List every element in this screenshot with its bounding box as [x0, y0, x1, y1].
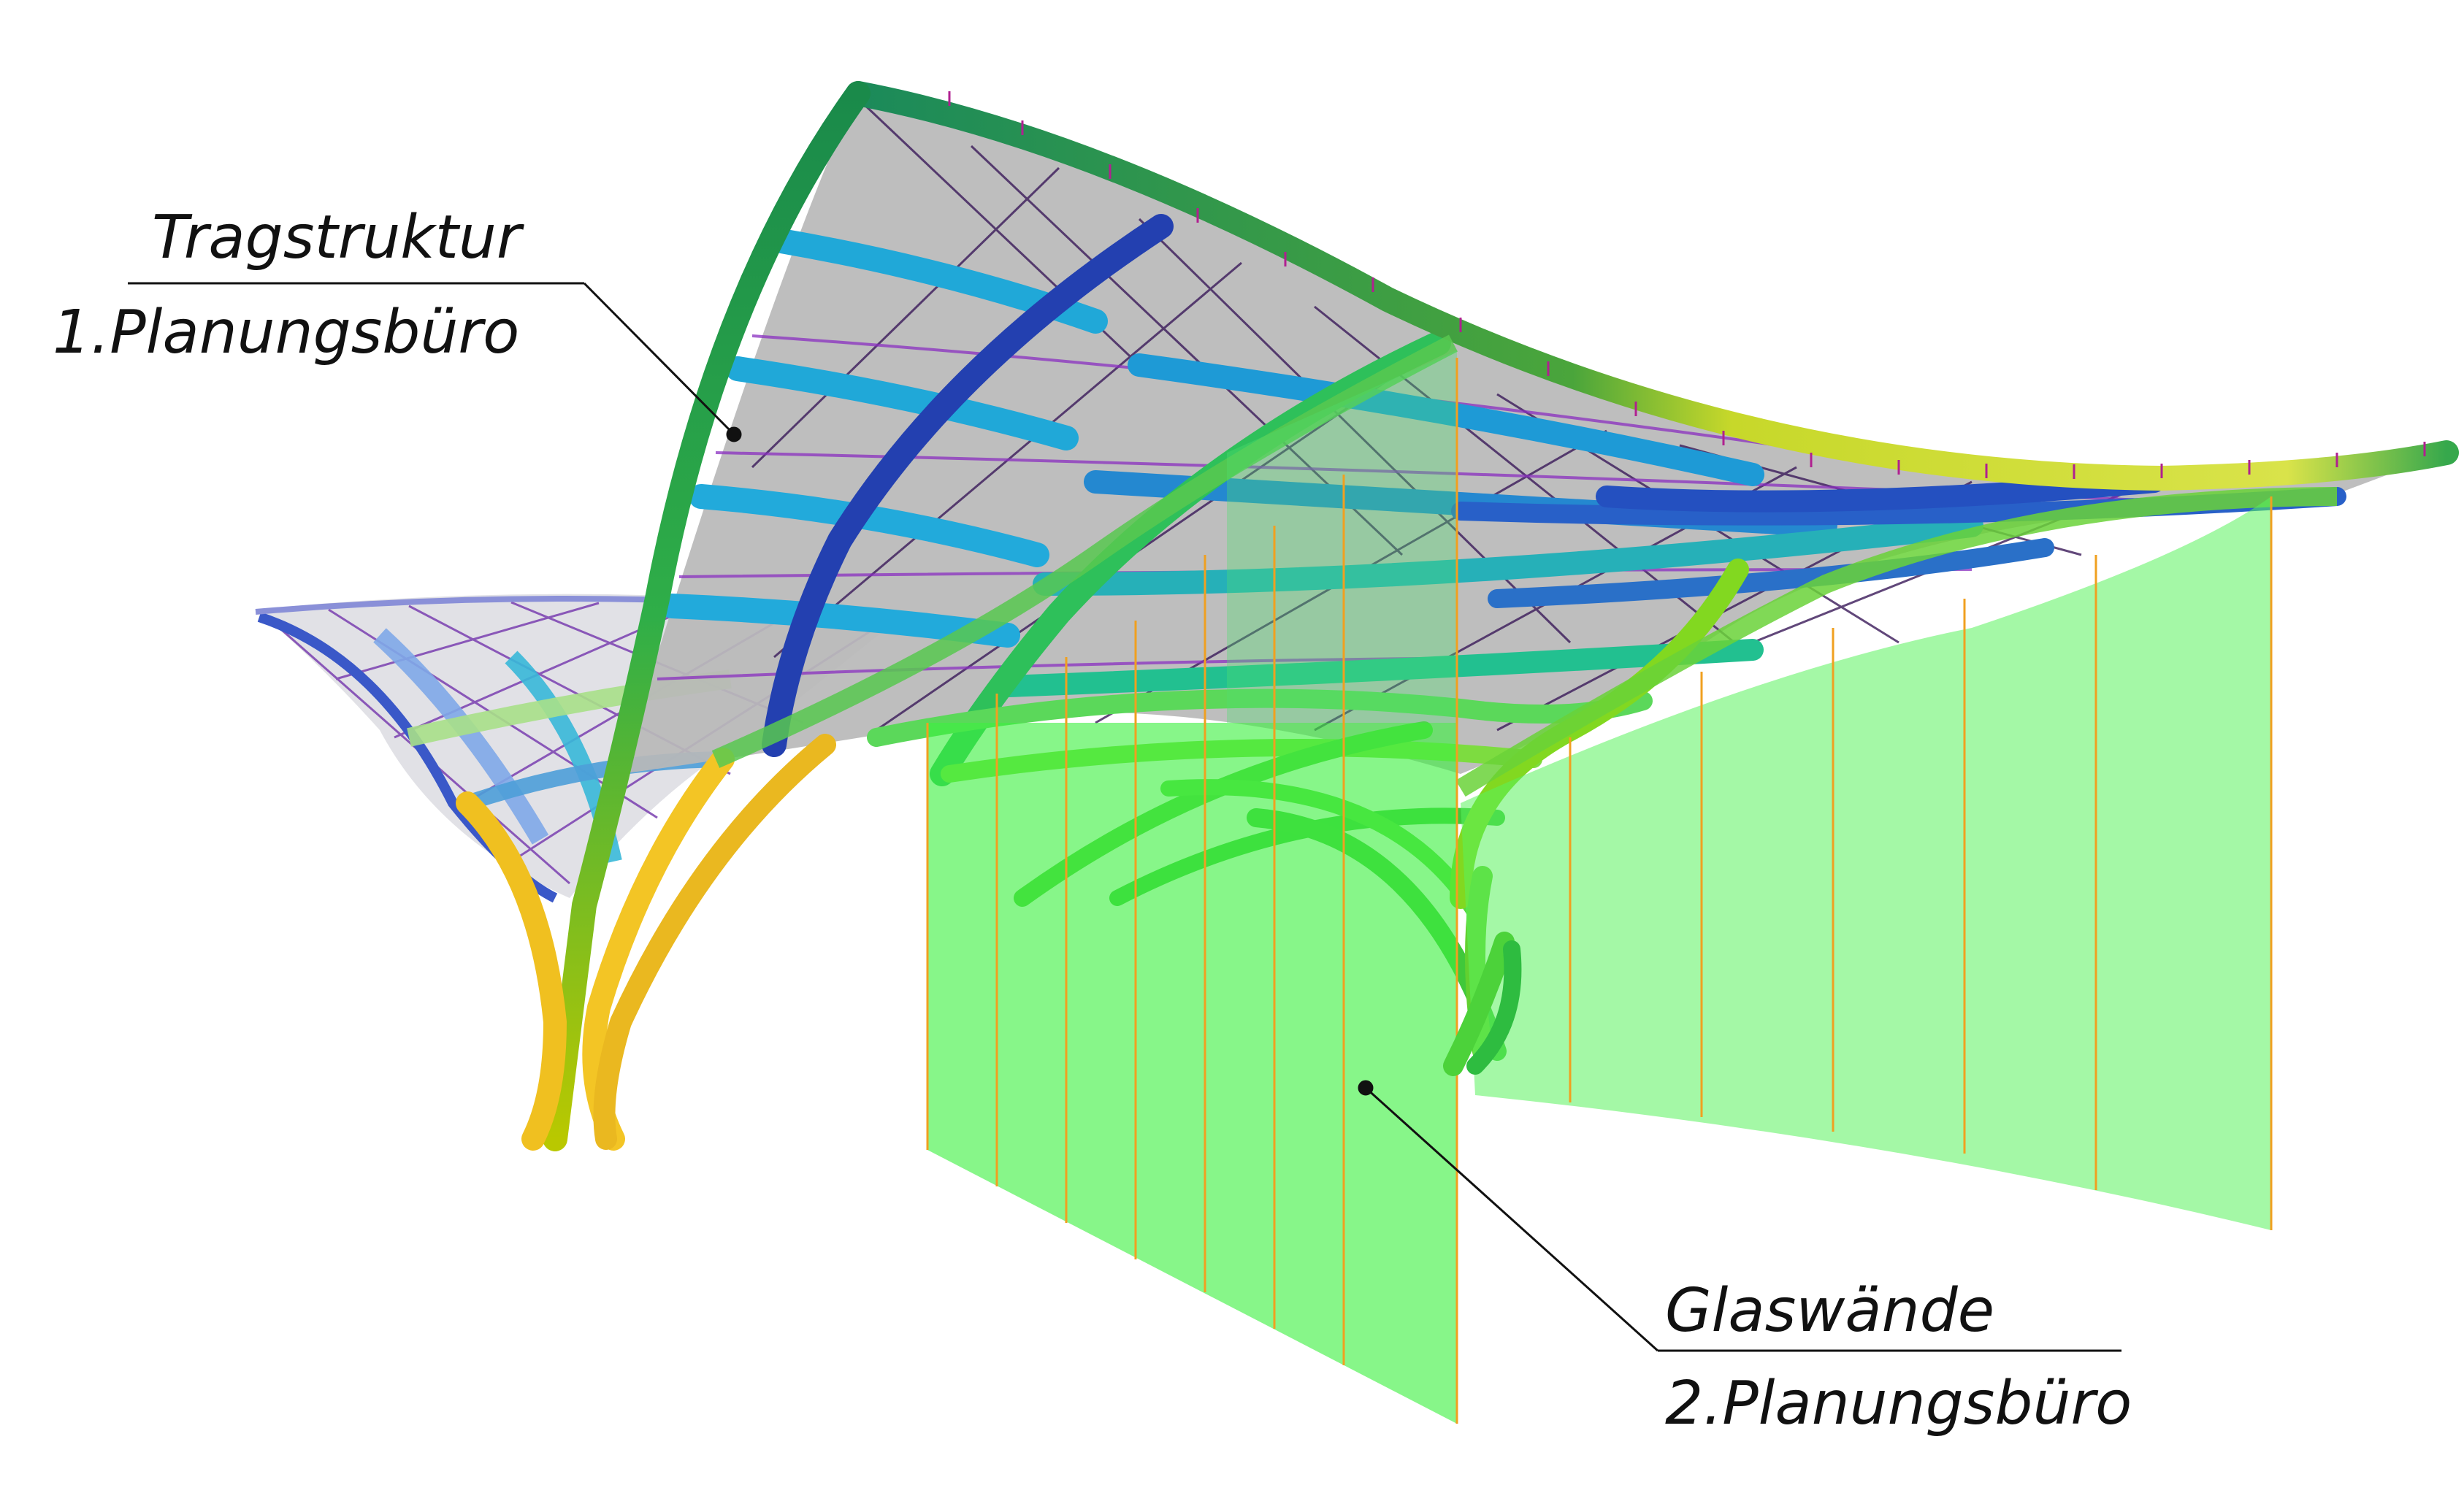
leader-glass-pointer	[1364, 1086, 1659, 1352]
leader-structure-pointer	[583, 282, 735, 436]
transverse-beams	[659, 229, 2346, 697]
leader-lines	[128, 282, 2121, 1352]
glass-wall-right	[1461, 496, 2271, 1230]
right-sweep-beam	[1455, 487, 2338, 797]
leader-glass-dot	[1358, 1080, 1374, 1096]
diagonal-arch-dark-blue	[762, 214, 1174, 757]
leader-structure-dot	[726, 426, 742, 442]
ridge-ticks	[948, 91, 2426, 479]
glass-office-label: 2.Planungsbüro	[1665, 1369, 2132, 1438]
arch-feet	[1443, 932, 1522, 1076]
ridge-beam	[846, 81, 2459, 491]
structure-label: Tragstruktur	[152, 203, 521, 272]
main-front-column	[543, 81, 871, 1151]
glass-mullions	[926, 358, 2273, 1424]
structure-office-label: 1.Planungsbüro	[53, 298, 520, 367]
glass-label: Glaswände	[1665, 1276, 1995, 1346]
tree-columns	[456, 734, 836, 1151]
glass-wall-front	[927, 723, 1457, 1424]
front-sweep-beam	[711, 334, 1458, 768]
glass-walls	[926, 350, 2273, 1424]
diagonal-arch-dark-blue-2	[1596, 471, 2165, 513]
glass-wall-front-upper	[1227, 350, 1457, 723]
